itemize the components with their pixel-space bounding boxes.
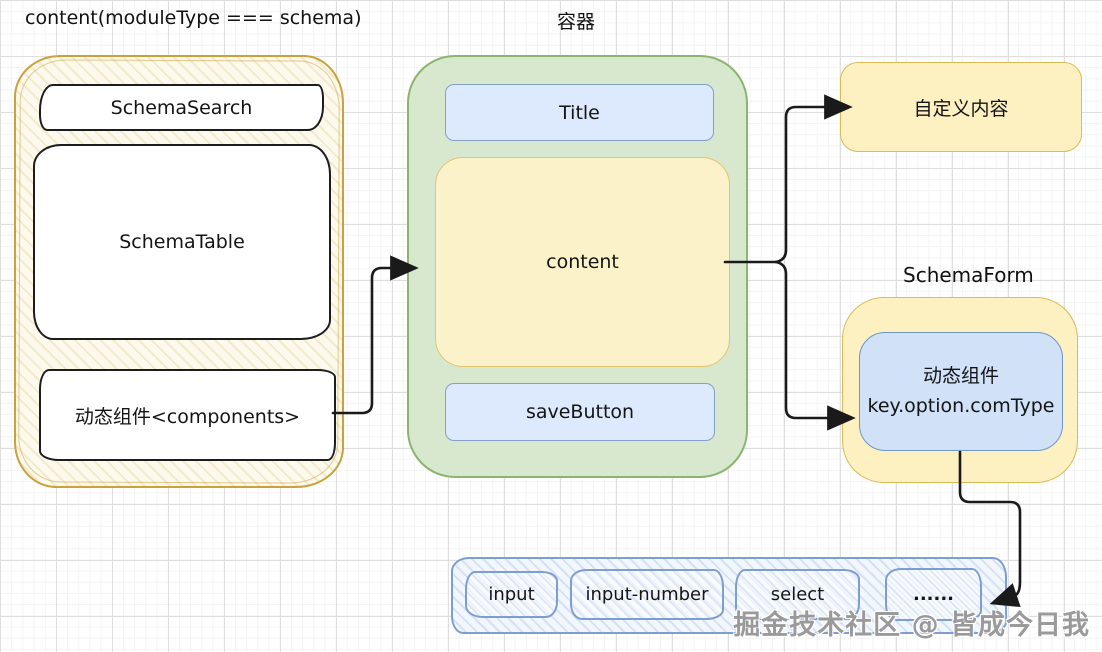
container-group: Title content saveButton (407, 55, 748, 478)
container-title: 容器 (557, 11, 596, 33)
custom-content-node: 自定义内容 (840, 62, 1082, 152)
content-node: content (435, 157, 730, 367)
schema-table-node: SchemaTable (33, 144, 331, 340)
dynamic-components-label: 动态组件<components> (74, 405, 301, 428)
strip-item-input-number-label: input-number (585, 584, 709, 605)
schema-search-label: SchemaSearch (110, 96, 253, 119)
schemaform-title: SchemaForm (903, 263, 1034, 287)
content-label: content (546, 251, 619, 273)
watermark: 掘金技术社区 @ 皆成今日我 (733, 610, 1090, 641)
schemaform-dynamic-line1: 动态组件 (922, 365, 999, 388)
schema-module-group: SchemaSearch SchemaTable 动态组件<components… (14, 55, 344, 488)
strip-item-input-number: input-number (570, 569, 724, 620)
save-button-node: saveButton (445, 383, 715, 441)
strip-item-more-label: ...... (912, 584, 955, 605)
custom-content-label: 自定义内容 (913, 97, 1009, 120)
schema-table-label: SchemaTable (119, 231, 245, 253)
schemaform-group: 动态组件 key.option.comType (842, 297, 1078, 483)
arrow-content-to-custom-content (774, 94, 853, 264)
strip-item-input: input (465, 571, 558, 618)
strip-item-select-label: select (770, 584, 825, 605)
arrow-content-to-schemaform (774, 260, 856, 431)
title-label: Title (559, 101, 600, 124)
schemaform-dynamic-line2: key.option.comType (867, 394, 1055, 417)
strip-item-input-label: input (488, 584, 535, 605)
title-node: Title (445, 84, 714, 141)
save-button-label: saveButton (525, 401, 635, 423)
strip-item-select: select (735, 569, 860, 620)
dynamic-components-node: 动态组件<components> (39, 369, 336, 461)
components-strip: input input-number select ...... (451, 557, 1007, 634)
schemaform-dynamic-node: 动态组件 key.option.comType (859, 332, 1063, 451)
schema-search-node: SchemaSearch (39, 84, 324, 131)
schemaform-dynamic-label: 动态组件 key.option.comType (868, 362, 1055, 421)
condition-title: content(moduleType === schema) (25, 7, 362, 29)
